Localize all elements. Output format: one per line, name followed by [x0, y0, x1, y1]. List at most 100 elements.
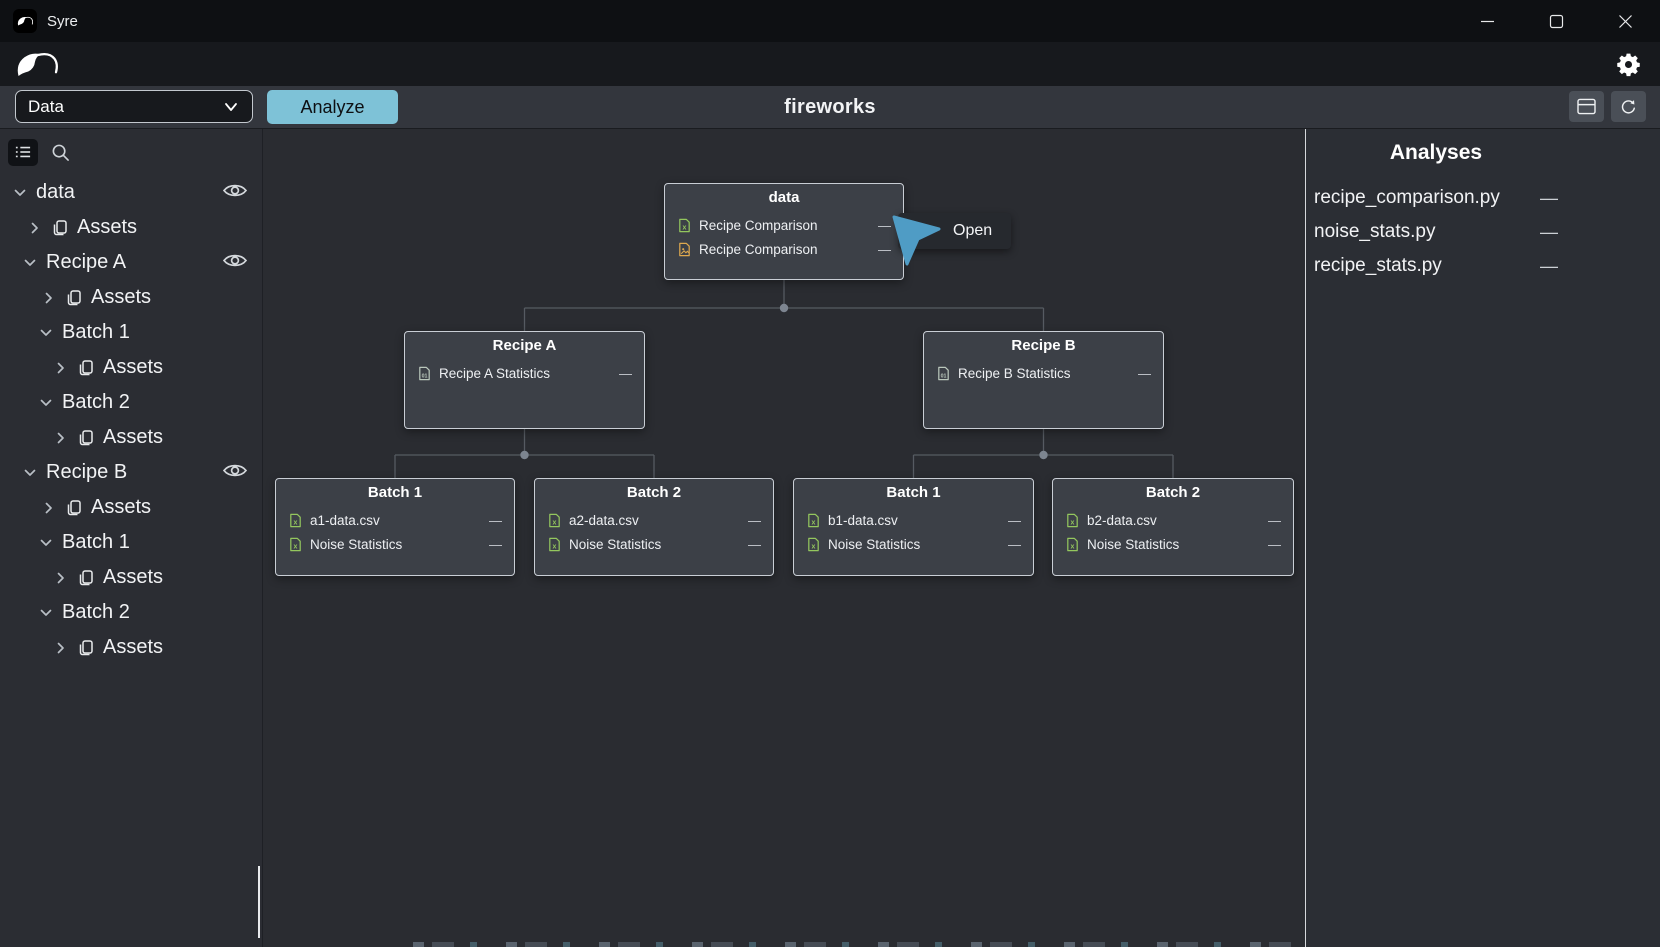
asset-menu-dash[interactable]: — — [878, 217, 891, 233]
tree-item-batch-1[interactable]: Batch 1 — [0, 315, 262, 350]
node-asset-row[interactable]: x Recipe Comparison — — [665, 213, 903, 237]
asset-menu-dash[interactable]: — — [748, 536, 761, 552]
chevron-icon[interactable] — [53, 570, 69, 586]
graph-node-recipe-a[interactable]: Recipe A 01 Recipe A Statistics — — [404, 331, 645, 429]
tree-item-data[interactable]: data — [0, 175, 262, 210]
tree-item-assets[interactable]: Assets — [0, 420, 262, 455]
asset-menu-dash[interactable]: — — [1008, 512, 1021, 528]
analysis-menu-dash[interactable]: — — [1540, 221, 1558, 242]
tree-item-assets[interactable]: Assets — [0, 350, 262, 385]
chevron-icon[interactable] — [22, 255, 38, 271]
asset-menu-dash[interactable]: — — [489, 536, 502, 552]
analysis-item[interactable]: recipe_stats.py — — [1314, 249, 1558, 283]
asset-label: a1-data.csv — [310, 512, 380, 528]
chevron-icon[interactable] — [53, 430, 69, 446]
tree-item-assets[interactable]: Assets — [0, 210, 262, 245]
tree-item-assets[interactable]: Assets — [0, 630, 262, 665]
analysis-menu-dash[interactable]: — — [1540, 187, 1558, 208]
chevron-icon[interactable] — [38, 325, 54, 341]
graph-node-batch-a1[interactable]: Batch 1 x a1-data.csv — x Noise Statisti… — [275, 478, 515, 576]
visibility-eye-icon[interactable] — [222, 182, 250, 202]
node-title[interactable]: Batch 2 — [1145, 484, 1201, 501]
graph-canvas[interactable]: data x Recipe Comparison — Recipe Compar… — [262, 129, 1518, 947]
node-asset-row[interactable]: x Noise Statistics — — [1053, 532, 1293, 556]
tree-item-recipe-b[interactable]: Recipe B — [0, 455, 262, 490]
chevron-icon[interactable] — [27, 220, 43, 236]
analysis-item[interactable]: noise_stats.py — — [1314, 215, 1558, 249]
layout-columns-button[interactable] — [1569, 91, 1604, 122]
minimize-button[interactable] — [1453, 0, 1522, 42]
node-asset-row[interactable]: x b2-data.csv — — [1053, 508, 1293, 532]
visibility-eye-icon[interactable] — [222, 462, 250, 482]
svg-text:x: x — [1071, 543, 1075, 550]
chevron-icon[interactable] — [12, 185, 28, 201]
tree-list-toggle[interactable] — [8, 138, 38, 166]
node-asset-row[interactable]: Recipe Comparison — — [665, 237, 903, 261]
asset-menu-dash[interactable]: — — [489, 512, 502, 528]
node-asset-row[interactable]: x Noise Statistics — — [535, 532, 773, 556]
graph-node-batch-a2[interactable]: Batch 2 x a2-data.csv — x Noise Statisti… — [534, 478, 774, 576]
asset-menu-dash[interactable]: — — [619, 365, 632, 381]
node-title[interactable]: Batch 2 — [626, 484, 682, 501]
chevron-icon[interactable] — [38, 395, 54, 411]
chevron-icon[interactable] — [38, 605, 54, 621]
tree-item-recipe-a[interactable]: Recipe A — [0, 245, 262, 280]
tree-item-batch-2[interactable]: Batch 2 — [0, 385, 262, 420]
node-asset-row[interactable]: x b1-data.csv — — [794, 508, 1033, 532]
image-file-icon — [677, 242, 692, 257]
graph-node-batch-b1[interactable]: Batch 1 x b1-data.csv — x Noise Statisti… — [793, 478, 1034, 576]
tree-item-batch-1[interactable]: Batch 1 — [0, 525, 262, 560]
context-menu-item-open[interactable]: Open — [953, 222, 993, 239]
node-title[interactable]: Batch 1 — [886, 484, 941, 501]
asset-menu-dash[interactable]: — — [1268, 512, 1281, 528]
analysis-label: recipe_stats.py — [1314, 255, 1442, 276]
chevron-icon[interactable] — [41, 500, 57, 516]
tree-item-assets[interactable]: Assets — [0, 280, 262, 315]
logo-row — [0, 42, 1660, 86]
node-asset-row[interactable]: x a1-data.csv — — [276, 508, 514, 532]
asset-menu-dash[interactable]: — — [1008, 536, 1021, 552]
settings-gear-icon[interactable] — [1614, 50, 1642, 78]
node-title[interactable]: data — [768, 189, 800, 206]
node-asset-row[interactable]: x Noise Statistics — — [276, 532, 514, 556]
graph-node-data[interactable]: data x Recipe Comparison — Recipe Compar… — [664, 183, 904, 280]
chevron-icon[interactable] — [53, 360, 69, 376]
chevron-icon[interactable] — [41, 290, 57, 306]
node-title[interactable]: Recipe B — [1011, 337, 1076, 354]
tree-item-batch-2[interactable]: Batch 2 — [0, 595, 262, 630]
sidebar-scrollbar[interactable] — [258, 866, 260, 938]
analyze-button[interactable]: Analyze — [267, 90, 398, 124]
maximize-button[interactable] — [1522, 0, 1591, 42]
node-asset-row[interactable]: 01 Recipe A Statistics — — [405, 361, 644, 385]
mode-select[interactable]: Data — [15, 90, 253, 123]
node-asset-row[interactable]: x a2-data.csv — — [535, 508, 773, 532]
tree-item-assets[interactable]: Assets — [0, 490, 262, 525]
search-icon[interactable] — [48, 140, 72, 164]
node-asset-row[interactable]: 01 Recipe B Statistics — — [924, 361, 1163, 385]
asset-menu-dash[interactable]: — — [878, 241, 891, 257]
tree-item-label: Batch 1 — [62, 531, 130, 553]
node-title[interactable]: Batch 1 — [367, 484, 423, 501]
close-button[interactable] — [1591, 0, 1660, 42]
svg-text:x: x — [553, 519, 557, 526]
visibility-eye-icon[interactable] — [222, 252, 250, 272]
asset-menu-dash[interactable]: — — [748, 512, 761, 528]
node-title[interactable]: Recipe A — [492, 337, 557, 354]
chevron-icon[interactable] — [38, 535, 54, 551]
tree-item-assets[interactable]: Assets — [0, 560, 262, 595]
refresh-button[interactable] — [1611, 91, 1646, 122]
graph-node-recipe-b[interactable]: Recipe B 01 Recipe B Statistics — — [923, 331, 1164, 429]
graph-node-batch-b2[interactable]: Batch 2 x b2-data.csv — x Noise Statisti… — [1052, 478, 1294, 576]
mode-select-value: Data — [28, 96, 64, 116]
svg-text:x: x — [294, 543, 298, 550]
analysis-item[interactable]: recipe_comparison.py — — [1314, 181, 1558, 215]
asset-menu-dash[interactable]: — — [1138, 365, 1151, 381]
node-asset-row[interactable]: x Noise Statistics — — [794, 532, 1033, 556]
spreadsheet-file-icon: x — [288, 513, 303, 528]
asset-label: Recipe Comparison — [699, 241, 818, 257]
analysis-menu-dash[interactable]: — — [1540, 255, 1558, 276]
chevron-icon[interactable] — [53, 640, 69, 656]
spreadsheet-file-icon: x — [288, 537, 303, 552]
chevron-icon[interactable] — [22, 465, 38, 481]
asset-menu-dash[interactable]: — — [1268, 536, 1281, 552]
